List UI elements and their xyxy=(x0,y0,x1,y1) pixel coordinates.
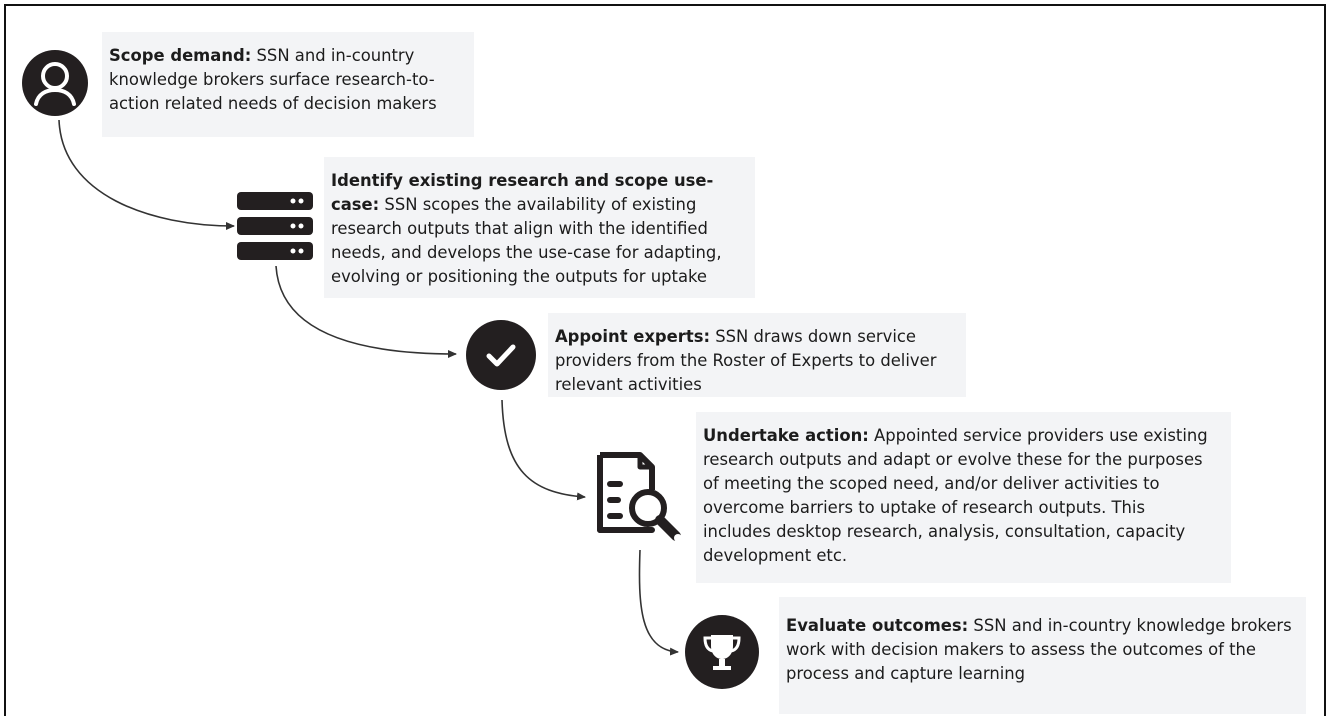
step-title: Identify existing research and scope use… xyxy=(331,171,714,214)
step-undertake-action: Undertake action: Appointed service prov… xyxy=(696,412,1231,583)
server-stack-icon xyxy=(235,190,315,262)
checkmark-circle-icon xyxy=(465,319,537,391)
document-search-icon xyxy=(592,450,690,546)
connector-arrow-3 xyxy=(501,399,586,501)
step-title: Evaluate outcomes: xyxy=(786,616,969,635)
step-evaluate-outcomes: Evaluate outcomes: SSN and in-country kn… xyxy=(779,597,1306,714)
diagram-frame xyxy=(4,4,1326,716)
step-description: Appointed service providers use existing… xyxy=(703,426,1208,565)
step-title: Undertake action: xyxy=(703,426,869,445)
connector-arrow-2 xyxy=(275,265,457,358)
step-description: SSN draws down service providers from th… xyxy=(555,327,937,394)
step-identify-research: Identify existing research and scope use… xyxy=(324,157,755,298)
user-avatar-icon xyxy=(22,50,88,116)
step-description: SSN and in-country knowledge brokers wor… xyxy=(786,616,1292,683)
trophy-icon xyxy=(684,614,760,690)
step-scope-demand: Scope demand: SSN and in-country knowled… xyxy=(102,32,474,137)
step-description: SSN scopes the availability of existing … xyxy=(331,195,722,286)
connector-arrow-1 xyxy=(58,119,235,230)
connector-arrow-4 xyxy=(638,549,679,656)
step-title: Scope demand: xyxy=(109,46,252,65)
step-title: Appoint experts: xyxy=(555,327,711,346)
step-appoint-experts: Appoint experts: SSN draws down service … xyxy=(548,313,966,397)
step-description: SSN and in-country knowledge brokers sur… xyxy=(109,46,437,113)
